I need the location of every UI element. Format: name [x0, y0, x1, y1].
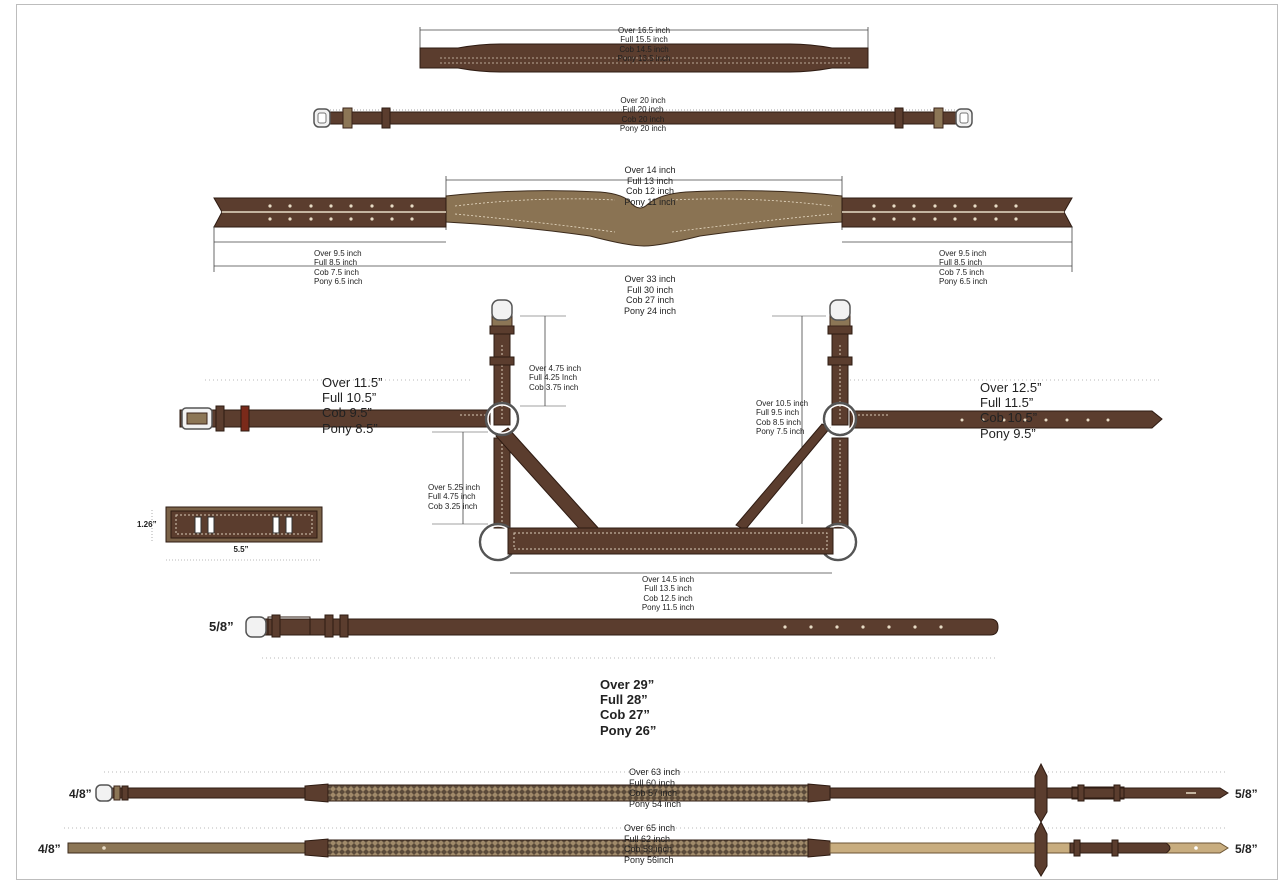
cavesson-right-strap-label: Over 12.5”Full 11.5”Cob 10.5”Pony 9.5” [980, 379, 1042, 441]
rein-1-right-width: 5/8” [1235, 787, 1258, 801]
cavesson-left-strap-label: Over 11.5”Full 10.5”Cob 9.5”Pony 8.5” [322, 374, 383, 436]
keeper-width-label: 5.5” [233, 545, 249, 554]
cavesson [179, 299, 1163, 574]
throatlatch-label: Over 29”Full 28”Cob 27”Pony 26” [600, 676, 657, 738]
throatlatch-width-label: 5/8” [209, 619, 234, 634]
keeper [151, 506, 323, 561]
noseband-top [419, 27, 869, 73]
strap-20 [313, 107, 973, 129]
rein-2 [64, 820, 1229, 877]
throatlatch [245, 614, 999, 659]
rein-2-left-width: 4/8” [38, 842, 61, 856]
rein-2-right-width: 5/8” [1235, 842, 1258, 856]
diagram-frame [16, 4, 1278, 880]
rein-1 [95, 762, 1229, 823]
rein-1-left-width: 4/8” [69, 787, 92, 801]
browband [213, 176, 1073, 272]
keeper-height-label: 1.26” [137, 520, 157, 529]
